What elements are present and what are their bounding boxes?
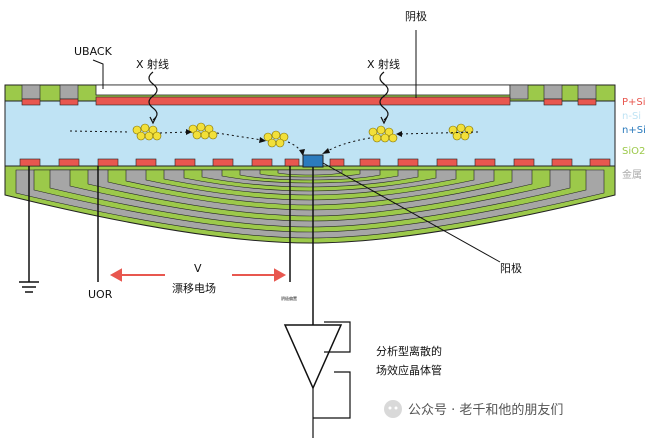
label-drift-field: 漂移电场 [172, 281, 216, 295]
label-xray-left: X 射线 [136, 57, 169, 71]
label-uor: UOR [88, 288, 113, 301]
watermark-text: 公众号 · 老千和他的朋友们 [408, 402, 563, 418]
ground-symbol [19, 166, 39, 293]
legend-metal: 金属 [622, 168, 642, 181]
leader-lines [92, 30, 501, 263]
xray-right [379, 71, 389, 125]
label-small-text: 阴极偏置 [281, 295, 297, 301]
drift-field-arrows [109, 268, 287, 282]
label-cathode: 阴极 [405, 9, 427, 23]
fet-amplifier [283, 324, 343, 390]
fet-leads [312, 321, 351, 438]
label-fet-1: 分析型离散的 [376, 344, 442, 358]
legend-n-si: n-Si [622, 111, 641, 122]
legend-n-plus-si: n+Si [622, 125, 646, 136]
legend-sio2: SiO2 [622, 146, 645, 157]
electron-clouds [132, 122, 474, 148]
xray-left [148, 71, 158, 125]
bottom-p-strips [19, 158, 611, 167]
legend-p-si: P+Si [622, 97, 646, 108]
trajectory-arrowheads [186, 129, 402, 156]
anode-n-plus [302, 154, 324, 168]
drift-rings [4, 165, 616, 244]
watermark: 公众号 · 老千和他的朋友们 [384, 400, 563, 418]
label-xray-right: X 射线 [367, 57, 400, 71]
label-anode: 阳极 [500, 261, 522, 275]
legend: P+Si n-Si n+Si SiO2 金属 [622, 97, 646, 181]
label-fet-2: 场效应晶体管 [376, 363, 442, 377]
label-uback: UBACK [74, 45, 113, 58]
top-p-strips [21, 96, 597, 106]
label-v: V [194, 262, 202, 275]
